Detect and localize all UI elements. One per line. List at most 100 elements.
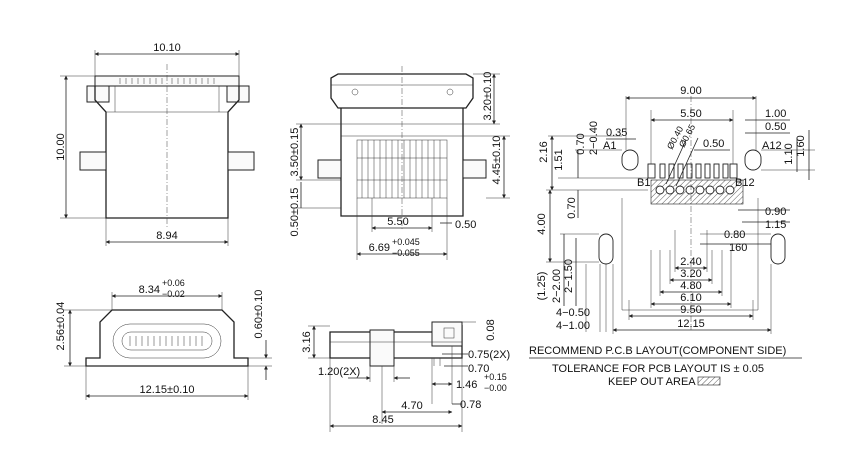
via xyxy=(685,185,695,195)
via xyxy=(715,185,725,195)
keep-out-swatch xyxy=(697,376,721,386)
via xyxy=(675,185,685,195)
pin-a12-label: A12 xyxy=(762,140,782,152)
front-flange: 0.60±0.10 xyxy=(253,290,265,339)
pcb-d050: 0.50 xyxy=(703,138,724,150)
profile-pin-b: 0.70 xyxy=(468,363,489,375)
pin-b1-label: B1 xyxy=(637,177,650,189)
top-left-ear xyxy=(86,85,110,103)
pin-a1-label: A1 xyxy=(603,140,616,152)
side-pitch: 5.50 xyxy=(387,216,408,228)
pcb-edge: 1.00 xyxy=(765,108,786,120)
pad xyxy=(647,163,656,179)
side-right-tab xyxy=(462,159,487,179)
pcb-d480: 4.80 xyxy=(680,280,701,292)
pad xyxy=(722,163,729,179)
pcb-d070b: 0.70 xyxy=(566,197,578,218)
pcb-d035: 0.35 xyxy=(606,127,627,139)
front-overall: 12.15±0.10 xyxy=(140,384,195,396)
pcb-tolerance-note: TOLERANCE FOR PCB LAYOUT IS ± 0.05 xyxy=(552,363,764,375)
side-lower-offset: 0.50±0.15 xyxy=(289,188,301,237)
pcb-d2150: 2−1.50 xyxy=(563,259,575,293)
side-view: 3.20±0.10 4.45±0.10 3.50±0.15 0.50±0.15 … xyxy=(289,66,510,260)
side-top-offset: 3.20±0.10 xyxy=(482,72,494,121)
side-cap xyxy=(330,73,474,109)
pcb-right-h: 1.60 xyxy=(795,135,807,156)
pcb-d115: 1.15 xyxy=(765,219,786,231)
pcb-d151: 1.51 xyxy=(553,149,565,170)
side-left-tab xyxy=(317,159,342,179)
via xyxy=(725,185,735,195)
pcb-d216: 2.16 xyxy=(538,141,550,162)
front-receptacle xyxy=(112,323,222,359)
profile-top-gap: 0.08 xyxy=(485,319,497,340)
profile-foot: 1.46 xyxy=(456,379,477,391)
pcb-d125: (1.25) xyxy=(536,272,548,301)
pcb-d2200: 2−2.00 xyxy=(551,269,563,303)
pcb-d4050: 4−0.50 xyxy=(556,307,590,319)
pcb-d1215: 12.15 xyxy=(677,318,705,330)
side-right-height: 4.45±0.10 xyxy=(491,136,503,185)
pcb-d950: 9.50 xyxy=(680,304,701,316)
top-view: 10.10 10.00 8.94 xyxy=(55,42,255,246)
pad xyxy=(729,163,738,179)
pcb-d070: 0.70 xyxy=(575,133,587,154)
profile-foot-tol-minus: −0.00 xyxy=(484,383,507,393)
front-view: 8.34 +0.06 −0.02 2.56±0.04 0.60±0.10 12.… xyxy=(55,278,272,400)
keep-out-label: KEEP OUT AREA xyxy=(608,376,696,388)
side-width-main: 6.69 xyxy=(369,242,390,254)
pcb-d040: 2−0.40 xyxy=(588,121,600,155)
pad xyxy=(704,163,711,179)
front-width-tol-plus: +0.06 xyxy=(162,278,185,288)
pcb-edge2: 0.50 xyxy=(765,121,786,133)
bottom-width-label: 8.94 xyxy=(156,230,177,242)
slot-left xyxy=(598,233,614,265)
side-inner-height: 3.50±0.15 xyxy=(289,128,301,177)
side-width-tol-minus: −0.055 xyxy=(392,248,420,258)
profile-pos-a: 4.70 xyxy=(401,400,422,412)
top-right-ear xyxy=(226,85,250,103)
via xyxy=(655,185,665,195)
pcb-d090: 0.90 xyxy=(765,206,786,218)
front-width-tol-minus: −0.02 xyxy=(162,289,185,299)
pad-row-b xyxy=(655,185,735,195)
profile-tab xyxy=(369,329,395,367)
pad xyxy=(686,163,693,179)
front-outline xyxy=(85,309,249,367)
pcb-d400: 4.00 xyxy=(536,213,548,234)
top-height-label: 10.00 xyxy=(55,133,67,161)
side-width-tol-plus: +0.045 xyxy=(392,237,420,247)
pcb-d4100: 4−1.00 xyxy=(556,320,590,332)
side-pin-gap: 0.50 xyxy=(455,219,476,231)
pad xyxy=(659,163,666,179)
profile-height: 3.16 xyxy=(301,331,313,352)
pcb-inner-width: 5.50 xyxy=(680,108,701,120)
via xyxy=(705,185,715,195)
front-height: 2.56±0.04 xyxy=(55,302,67,351)
top-right-tab xyxy=(227,151,255,171)
pcb-layout-title: RECOMMEND P.C.B LAYOUT(COMPONENT SIDE) xyxy=(529,345,786,357)
pcb-layout: 9.00 5.50 1.00 0.50 1.60 1.10 A1 A12 B1 … xyxy=(529,85,815,388)
slot-right xyxy=(770,233,786,265)
top-left-tab xyxy=(79,151,107,171)
pad xyxy=(713,163,720,179)
profile-view: 3.16 0.08 1.20(2X) 0.75(2X) 0.70 1.46 +0… xyxy=(301,319,510,432)
profile-rear xyxy=(431,321,463,347)
top-width-label: 10.10 xyxy=(153,42,181,54)
pcb-overall-width: 9.00 xyxy=(680,85,701,97)
pcb-d320: 3.20 xyxy=(680,268,701,280)
pcb-right-h2: 1.10 xyxy=(783,143,795,164)
profile-tab-label: 1.20(2X) xyxy=(318,366,360,378)
via xyxy=(665,185,675,195)
pad-row-a xyxy=(621,149,762,179)
profile-pin-a: 0.75(2X) xyxy=(468,349,510,361)
pcb-d240: 2.40 xyxy=(680,256,701,268)
pad xyxy=(695,163,702,179)
profile-pos-b: 0.78 xyxy=(460,399,481,411)
pcb-d080: 0.80 xyxy=(724,229,745,241)
pad-a12-shield xyxy=(744,149,762,171)
pcb-d610: 6.10 xyxy=(680,292,701,304)
profile-length: 8.45 xyxy=(372,414,393,426)
